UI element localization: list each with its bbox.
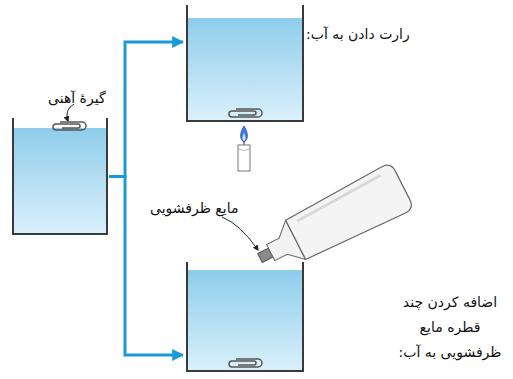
leader-line xyxy=(222,217,258,250)
beaker: اضافه کردن چند قطره مایع ظرفشویی به آب: xyxy=(186,262,304,372)
part-label: مایع ظرفشویی xyxy=(150,200,238,216)
beaker-outline xyxy=(186,262,304,372)
water xyxy=(14,128,107,234)
leader-line xyxy=(67,104,74,121)
part-label: گیرهٔ آهنی xyxy=(48,86,106,111)
water xyxy=(188,270,303,371)
soap-bottle xyxy=(248,162,414,281)
candle xyxy=(238,126,250,171)
step-caption: رارت دادن به آب: xyxy=(306,22,410,47)
beaker-outline xyxy=(186,5,304,122)
branch-arrow xyxy=(109,42,183,177)
beaker: رارت دادن به آب: xyxy=(186,5,304,122)
step-caption: اضافه کردن چند قطره مایع ظرفشویی به آب: xyxy=(394,290,506,365)
water xyxy=(188,18,303,121)
paper-clip xyxy=(229,359,262,367)
beaker-wall xyxy=(187,5,303,121)
paper-clip xyxy=(229,109,262,117)
beaker-wall xyxy=(13,118,107,234)
beaker-wall xyxy=(187,262,303,371)
beaker: گیرهٔ آهنی xyxy=(12,118,108,235)
beaker-outline xyxy=(12,118,108,235)
paper-clip xyxy=(53,122,86,130)
